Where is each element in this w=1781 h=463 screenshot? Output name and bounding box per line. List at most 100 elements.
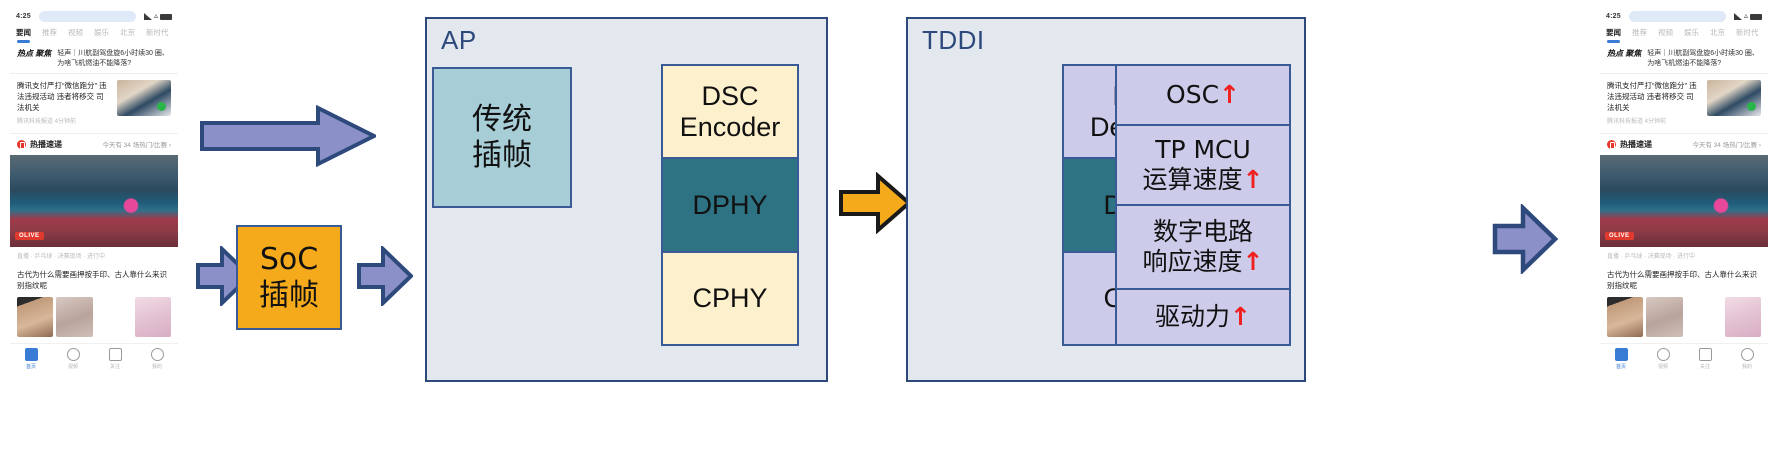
improvement-tp-mcu-label: TP MCU 运算速度↑ (1143, 135, 1264, 196)
article-thumbnail[interactable] (117, 79, 171, 116)
image-grid[interactable] (10, 294, 178, 343)
tab-yule-right[interactable]: 娱乐 (1684, 28, 1699, 37)
arrow-ap-to-tddi (838, 172, 912, 234)
hot-topic-text-right[interactable]: 轻声｜川航副驾盘旋6小时续30 圈、为啥飞机燃油不能降落? (1647, 49, 1759, 67)
article-title[interactable]: 腾讯支付严打“微信跑分” 违法违规活动 违者将移交 司法机关 (17, 80, 107, 113)
bell-icon-right (1698, 348, 1712, 362)
wechat-badge-icon (157, 101, 166, 111)
improvement-osc-label: OSC↑ (1166, 80, 1240, 111)
ap-phy-stack: DSC Encoder DPHY CPHY (661, 64, 799, 346)
status-bar: 4:25 ▵ (10, 8, 178, 24)
nav-item-follow[interactable]: 关注 (108, 348, 122, 371)
live-photo[interactable]: OLIVE (10, 154, 178, 247)
status-bar-right: 4:25 ▵ (1600, 8, 1768, 24)
up-arrow-icon-driving-force: ↑ (1230, 301, 1251, 331)
improvement-digital-circuit: 数字电路 响应速度↑ (1117, 204, 1289, 288)
nav-label-follow: 关注 (109, 364, 120, 371)
image-grid-right[interactable] (1600, 294, 1768, 343)
grid-image-4[interactable] (134, 297, 171, 338)
soc-label: SoC 插帧 (259, 242, 319, 313)
status-icons: ▵ (143, 11, 172, 20)
hot-topic-row-right[interactable]: 热点 聚焦 轻声｜川航副驾盘旋6小时续30 圈、为啥飞机燃油不能降落? (1600, 43, 1768, 74)
arrow-soc-to-ap (357, 246, 413, 306)
grid-image-2-right[interactable] (1646, 297, 1683, 338)
grid-image-3[interactable] (96, 297, 132, 337)
ap-dsc-encoder-segment: DSC Encoder (663, 66, 797, 158)
up-arrow-icon-tp-mcu: ↑ (1242, 165, 1264, 194)
grid-image-4-right[interactable] (1724, 297, 1761, 338)
grid-image-2[interactable] (56, 297, 93, 338)
article-thumbnail-right[interactable] (1707, 79, 1761, 116)
grid-image-1-right[interactable] (1607, 297, 1644, 338)
nav-item-home[interactable]: 首页 (24, 348, 38, 370)
bottom-nav-bar-right[interactable]: 首页 视频 关注 我的 (1600, 343, 1768, 375)
live-header-row-right[interactable]: 热播速递 今天有 34 场热门/比赛 › (1600, 134, 1768, 155)
improvement-digital-circuit-line1: 数字电路 (1152, 216, 1253, 246)
wechat-badge-icon-right (1747, 101, 1756, 111)
tab-beijing-right[interactable]: 北京 (1710, 28, 1725, 37)
grid-image-3-right[interactable] (1686, 297, 1722, 337)
nav-item-profile[interactable]: 我的 (150, 348, 164, 370)
live-count-link[interactable]: 今天有 34 场热门/比赛 › (102, 142, 171, 150)
sub-article-title-right[interactable]: 古代为什么需要画押按手印、古人靠什么来识别指纹呢 (1607, 269, 1757, 290)
nav-item-home-right[interactable]: 首页 (1614, 348, 1628, 371)
up-arrow-icon-digital-circuit: ↑ (1242, 247, 1264, 276)
live-photo-right[interactable]: OLIVE (1600, 154, 1768, 247)
grid-image-1[interactable] (17, 297, 54, 338)
battery-icon (160, 14, 172, 20)
live-count-link-right[interactable]: 今天有 34 场热门/比赛 › (1692, 142, 1761, 150)
tddi-improvements-stack: OSC↑ TP MCU 运算速度↑ 数字电路 响应速度↑ 驱动力↑ (1115, 64, 1291, 346)
signal-bars-icon-right (1733, 13, 1742, 20)
live-photo-meta-right: 直播 · 乒乓球 · 决赛现场 · 进行中 (1607, 253, 1695, 260)
hot-topic-row[interactable]: 热点 聚焦 轻声｜川航副驾盘旋6小时续30 圈、为啥飞机燃油不能降落? (10, 43, 178, 74)
tab-xinshidai[interactable]: 新时代 (146, 28, 169, 37)
improvement-digital-circuit-line2: 响应速度 (1142, 247, 1243, 276)
improvement-osc-text: OSC (1166, 79, 1220, 109)
tab-yule[interactable]: 娱乐 (94, 28, 109, 37)
nav-item-video[interactable]: 视频 (66, 348, 80, 371)
hot-topic-text[interactable]: 轻声｜川航副驾盘旋6小时续30 圈、为啥飞机燃油不能降落? (57, 49, 169, 67)
home-icon (24, 348, 38, 362)
nav-label-video: 视频 (67, 364, 78, 371)
article-card-right[interactable]: 腾讯支付严打“微信跑分” 违法违规活动 违者将移交 司法机关 腾讯科技报道 4分… (1600, 74, 1768, 134)
sub-article-title[interactable]: 古代为什么需要画押按手印、古人靠什么来识别指纹呢 (17, 269, 167, 290)
tab-shipin-right[interactable]: 视频 (1658, 28, 1673, 37)
tab-xinshidai-right[interactable]: 新时代 (1736, 28, 1759, 37)
nav-label-home-right: 首页 (1615, 364, 1626, 371)
tab-bar[interactable]: 要闻 推荐 视频 娱乐 北京 新时代 + (10, 24, 178, 38)
improvement-driving-force: 驱动力↑ (1117, 288, 1289, 344)
improvement-driving-force-line1: 驱动力 (1155, 301, 1231, 331)
user-icon-right (1740, 348, 1754, 362)
ap-cphy-label: CPHY (692, 283, 768, 314)
article-card[interactable]: 腾讯支付严打“微信跑分” 违法违规活动 违者将移交 司法机关 腾讯科技报道 4分… (10, 74, 178, 134)
tab-yaowen[interactable]: 要闻 (16, 28, 31, 37)
tab-tuijian-right[interactable]: 推荐 (1632, 28, 1647, 37)
wifi-icon: ▵ (153, 11, 158, 20)
photo-tag-badge-right: OLIVE (1605, 231, 1634, 240)
tab-beijing[interactable]: 北京 (120, 28, 135, 37)
nav-item-video-right[interactable]: 视频 (1656, 348, 1670, 370)
arrow-phone-to-ap (200, 105, 376, 167)
live-header-row[interactable]: 热播速递 今天有 34 场热门/比赛 › (10, 134, 178, 155)
nav-label-follow-right: 关注 (1699, 364, 1710, 371)
status-icons-right: ▵ (1733, 12, 1762, 20)
tab-tuijian[interactable]: 推荐 (42, 28, 57, 37)
tab-yaowen-right[interactable]: 要闻 (1606, 28, 1621, 37)
nav-item-follow-right[interactable]: 关注 (1698, 348, 1712, 371)
ap-dsc-encoder-label: DSC Encoder (679, 81, 781, 142)
bell-icon (108, 348, 122, 362)
status-time-right: 4:25 (1606, 12, 1621, 20)
live-photo-meta: 直播 · 乒乓球 · 决赛现场 · 进行中 (17, 253, 105, 260)
improvement-tp-mcu-line2: 运算速度 (1142, 165, 1243, 194)
tab-shipin[interactable]: 视频 (68, 28, 83, 37)
tab-bar-right[interactable]: 要闻 推荐 视频 娱乐 北京 新时代 + (1600, 24, 1768, 38)
nav-item-profile-right[interactable]: 我的 (1740, 348, 1754, 370)
home-icon-right (1614, 348, 1628, 362)
soc-frame-interpolation-block: SoC 插帧 (236, 225, 342, 330)
article-title-right[interactable]: 腾讯支付严打“微信跑分” 违法违规活动 违者将移交 司法机关 (1607, 80, 1697, 113)
status-time: 4:25 (16, 12, 31, 20)
bottom-nav-bar[interactable]: 首页 视频 关注 我的 (10, 343, 178, 375)
arrow-tddi-to-phone (1492, 204, 1558, 274)
ap-cphy-segment: CPHY (663, 250, 797, 344)
article-meta-right: 腾讯科技报道 4分钟前 (1607, 118, 1667, 125)
